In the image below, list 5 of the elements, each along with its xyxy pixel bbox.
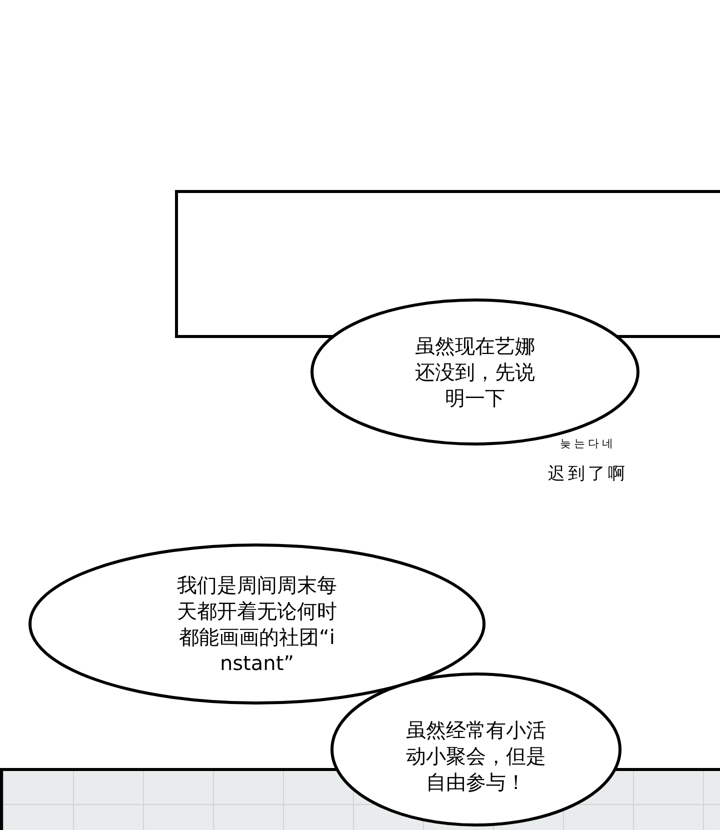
sound-effect-text: 迟到了啊: [548, 463, 628, 486]
dialogue-text: 虽然经常有小活动小聚会，但是自由参与！: [405, 716, 547, 794]
sound-effect-text: 늦는다네: [560, 436, 616, 452]
dialogue-text: 我们是周间周末每天都开着无论何时都能画画的社团“instant”: [176, 572, 338, 676]
dialogue-text: 虽然现在艺娜还没到，先说明一下: [414, 333, 536, 411]
